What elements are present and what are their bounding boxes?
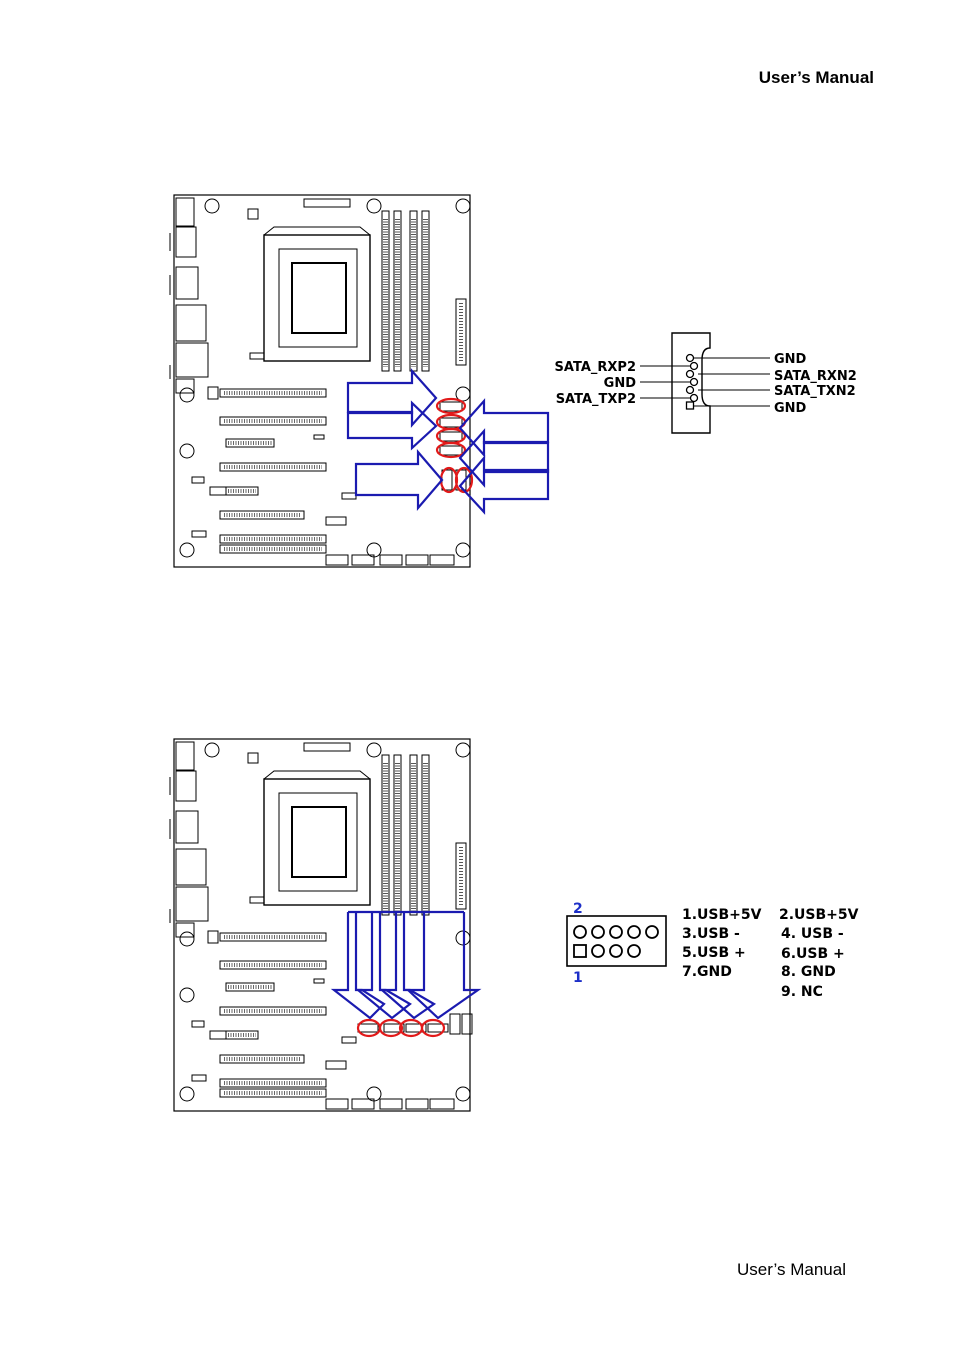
sata-connector-diagram [640,332,770,434]
pin-label-gnd-left: GND [604,376,637,391]
usb-pin-9: 9. NC [781,984,823,1000]
sata-highlight-circles [435,397,474,494]
usb-header-diagram [566,915,667,967]
usb-pin1-marker: 1 [573,970,583,986]
usb-pin-1: 1.USB+5V [682,907,762,923]
pin-label-gnd-bottom: GND [774,401,807,416]
usb-pin2-marker: 2 [573,901,583,917]
usb-pin-2: 2.USB+5V [779,907,859,923]
usb-pin-5: 5.USB + [682,945,746,961]
usb-pin-6: 6.USB + [781,946,845,962]
sata-pointer-arrows [346,368,550,515]
usb-pin-3: 3.USB - [682,926,740,942]
usb-pin-8: 8. GND [781,964,836,980]
usb-pin-7: 7.GND [682,964,732,980]
pin-label-sata-txn2: SATA_TXN2 [774,384,856,399]
pin-label-gnd-top: GND [774,352,807,367]
header-title: User’s Manual [758,68,874,87]
motherboard-diagram-sata [170,195,550,567]
usb-highlight-circles [356,1018,446,1038]
usb-pointer-arrows [330,910,482,1020]
pin-label-sata-txp2: SATA_TXP2 [556,392,636,407]
usb-pin-4: 4. USB - [781,926,844,942]
motherboard-diagram-usb [170,739,482,1111]
pin-label-sata-rxp2: SATA_RXP2 [555,360,636,375]
pin-label-sata-rxn2: SATA_RXN2 [774,369,857,384]
footer-title: User’s Manual [737,1260,846,1279]
